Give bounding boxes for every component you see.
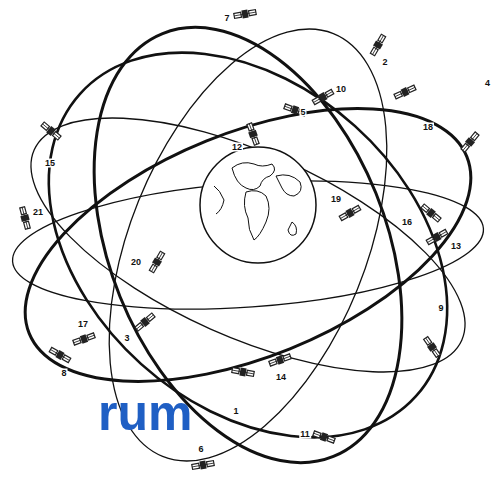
callout-number: 2 <box>381 58 388 67</box>
callout-number: 6 <box>197 445 204 454</box>
callout-number: 11 <box>299 430 311 439</box>
callout-number: 13 <box>450 242 462 251</box>
callout-number: 10 <box>335 85 347 94</box>
callout-number: 14 <box>275 373 287 382</box>
callout-number: 8 <box>60 369 67 378</box>
callout-number: 16 <box>401 218 413 227</box>
earth-globe <box>200 147 316 263</box>
heading-fragment: rum <box>98 388 192 438</box>
callout-number: 9 <box>437 304 444 313</box>
callout-number: 17 <box>77 320 89 329</box>
callout-number: 12 <box>231 143 243 152</box>
callout-number: 4 <box>484 79 491 88</box>
callout-number: 18 <box>422 123 434 132</box>
callout-number: 7 <box>223 14 230 23</box>
callout-number: 5 <box>299 108 306 117</box>
callout-number: 3 <box>123 334 130 343</box>
callout-number: 21 <box>32 208 44 217</box>
callout-number: 15 <box>44 159 56 168</box>
callout-number: 19 <box>330 195 342 204</box>
callout-number: 1 <box>232 407 239 416</box>
callout-number: 20 <box>130 258 142 267</box>
satellite-icons <box>18 8 480 471</box>
